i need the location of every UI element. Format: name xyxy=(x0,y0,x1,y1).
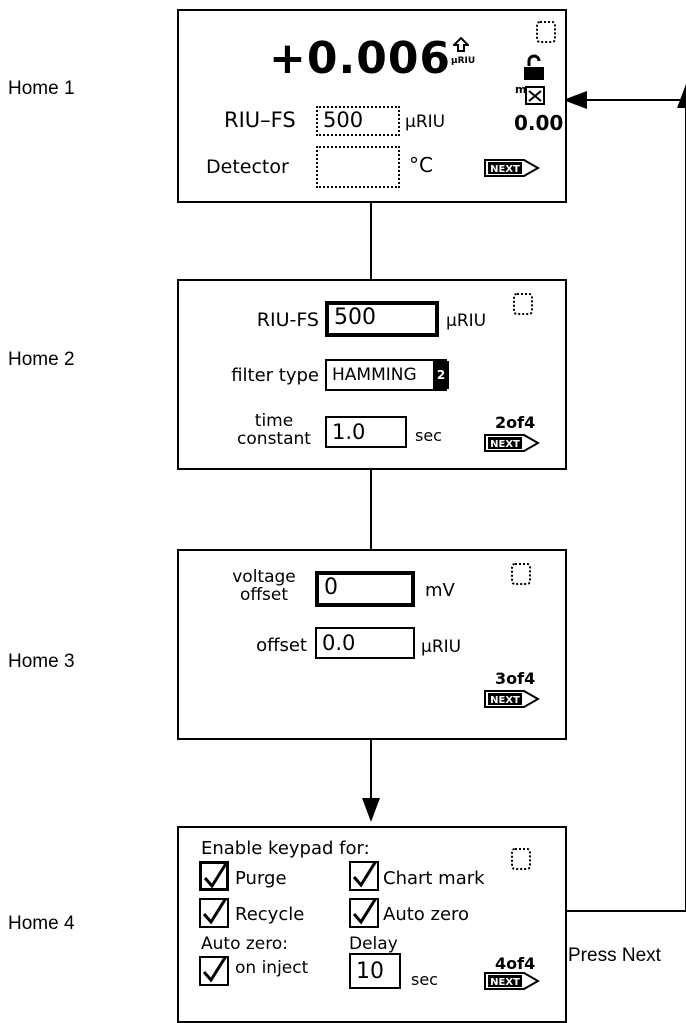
next-button-home-3[interactable]: NEXT xyxy=(484,689,540,709)
page-indicator: 2of4 xyxy=(495,413,536,432)
detector-label: Detector xyxy=(206,156,289,178)
status-indicator-box xyxy=(536,21,556,43)
page-indicator: 4of4 xyxy=(495,954,536,973)
detector-temperature-field[interactable] xyxy=(316,146,400,188)
lamp-icon xyxy=(453,37,469,52)
purge-checkbox[interactable] xyxy=(199,861,229,891)
voltage-offset-label-2: offset xyxy=(239,585,289,605)
filter-type-badge[interactable]: 2 xyxy=(433,361,449,389)
label-home-4: Home 4 xyxy=(8,913,75,934)
home-2-screen: RIU-FS 500 µRIU filter type HAMMING 2 ti… xyxy=(177,279,567,470)
time-constant-label-2: constant xyxy=(237,429,311,449)
checkmark-icon xyxy=(202,955,228,983)
checkmark-icon xyxy=(352,860,378,888)
on-inject-label: on inject xyxy=(235,958,309,978)
mark-value: 0.00 xyxy=(514,111,564,135)
label-press-next: Press Next xyxy=(568,945,661,966)
delay-unit: sec xyxy=(411,970,438,989)
chart-mark-icon[interactable]: m xyxy=(515,81,547,109)
svg-text:NEXT: NEXT xyxy=(490,164,520,175)
recycle-checkbox[interactable] xyxy=(199,897,229,928)
time-constant-unit: sec xyxy=(415,426,442,445)
filter-type-field[interactable]: HAMMING xyxy=(325,359,447,391)
svg-text:NEXT: NEXT xyxy=(490,695,520,706)
svg-text:m: m xyxy=(515,83,526,96)
svg-text:NEXT: NEXT xyxy=(490,977,520,988)
checkmark-icon xyxy=(202,897,228,925)
purge-label: Purge xyxy=(235,868,287,889)
status-indicator-box xyxy=(513,293,533,315)
next-button-home-2[interactable]: NEXT xyxy=(484,433,540,453)
delay-label: Delay xyxy=(349,934,398,954)
home-1-screen: +0.006 µRIU m 0.00 RIU–FS 500 µRIU Detec… xyxy=(177,9,567,203)
chart-mark-checkbox[interactable] xyxy=(349,860,379,891)
on-inject-checkbox[interactable] xyxy=(199,955,229,986)
riu-fs-label: RIU-FS xyxy=(256,309,319,331)
absorbance-reading: +0.006 xyxy=(269,33,452,84)
checkmark-icon xyxy=(203,861,229,889)
riu-fs-unit: µRIU xyxy=(446,311,487,331)
next-button-home-1[interactable]: NEXT xyxy=(484,158,540,178)
checkmark-icon xyxy=(352,897,378,925)
voltage-offset-unit: mV xyxy=(425,580,455,601)
delay-field[interactable]: 10 xyxy=(349,953,401,989)
page-indicator: 3of4 xyxy=(495,669,536,688)
voltage-offset-label-1: voltage xyxy=(232,567,296,587)
next-button-home-4[interactable]: NEXT xyxy=(484,971,540,991)
offset-field[interactable]: 0.0 xyxy=(315,627,415,659)
unlock-icon[interactable] xyxy=(521,54,547,82)
riu-fs-field[interactable]: 500 xyxy=(316,106,400,136)
riu-fs-field[interactable]: 500 xyxy=(325,301,439,337)
chart-mark-label: Chart mark xyxy=(383,868,485,889)
label-home-3: Home 3 xyxy=(8,651,75,672)
svg-text:NEXT: NEXT xyxy=(490,439,520,450)
voltage-offset-field[interactable]: 0 xyxy=(315,571,415,607)
auto-zero-checkbox[interactable] xyxy=(349,897,379,928)
filter-type-label: filter type xyxy=(231,365,319,386)
label-home-2: Home 2 xyxy=(8,349,75,370)
home-3-screen: voltage offset 0 mV offset 0.0 µRIU 3of4… xyxy=(177,549,567,740)
label-home-1: Home 1 xyxy=(8,78,75,99)
time-constant-label-1: time xyxy=(254,411,294,431)
reading-unit: µRIU xyxy=(451,56,476,66)
time-constant-field[interactable]: 1.0 xyxy=(325,416,407,448)
detector-unit: °C xyxy=(409,153,433,177)
auto-zero-section-label: Auto zero: xyxy=(201,934,289,954)
status-indicator-box xyxy=(511,563,531,585)
riu-fs-unit: µRIU xyxy=(405,112,446,132)
riu-fs-label: RIU–FS xyxy=(224,108,296,132)
home-4-screen: Enable keypad for: Purge Chart mark Recy… xyxy=(177,826,567,1023)
enable-keypad-heading: Enable keypad for: xyxy=(201,838,370,859)
status-indicator-box xyxy=(511,848,531,870)
recycle-label: Recycle xyxy=(235,904,305,925)
filter-type-value: HAMMING xyxy=(332,365,417,385)
auto-zero-label: Auto zero xyxy=(383,904,470,925)
offset-label: offset xyxy=(256,635,307,656)
offset-unit: µRIU xyxy=(421,637,462,657)
